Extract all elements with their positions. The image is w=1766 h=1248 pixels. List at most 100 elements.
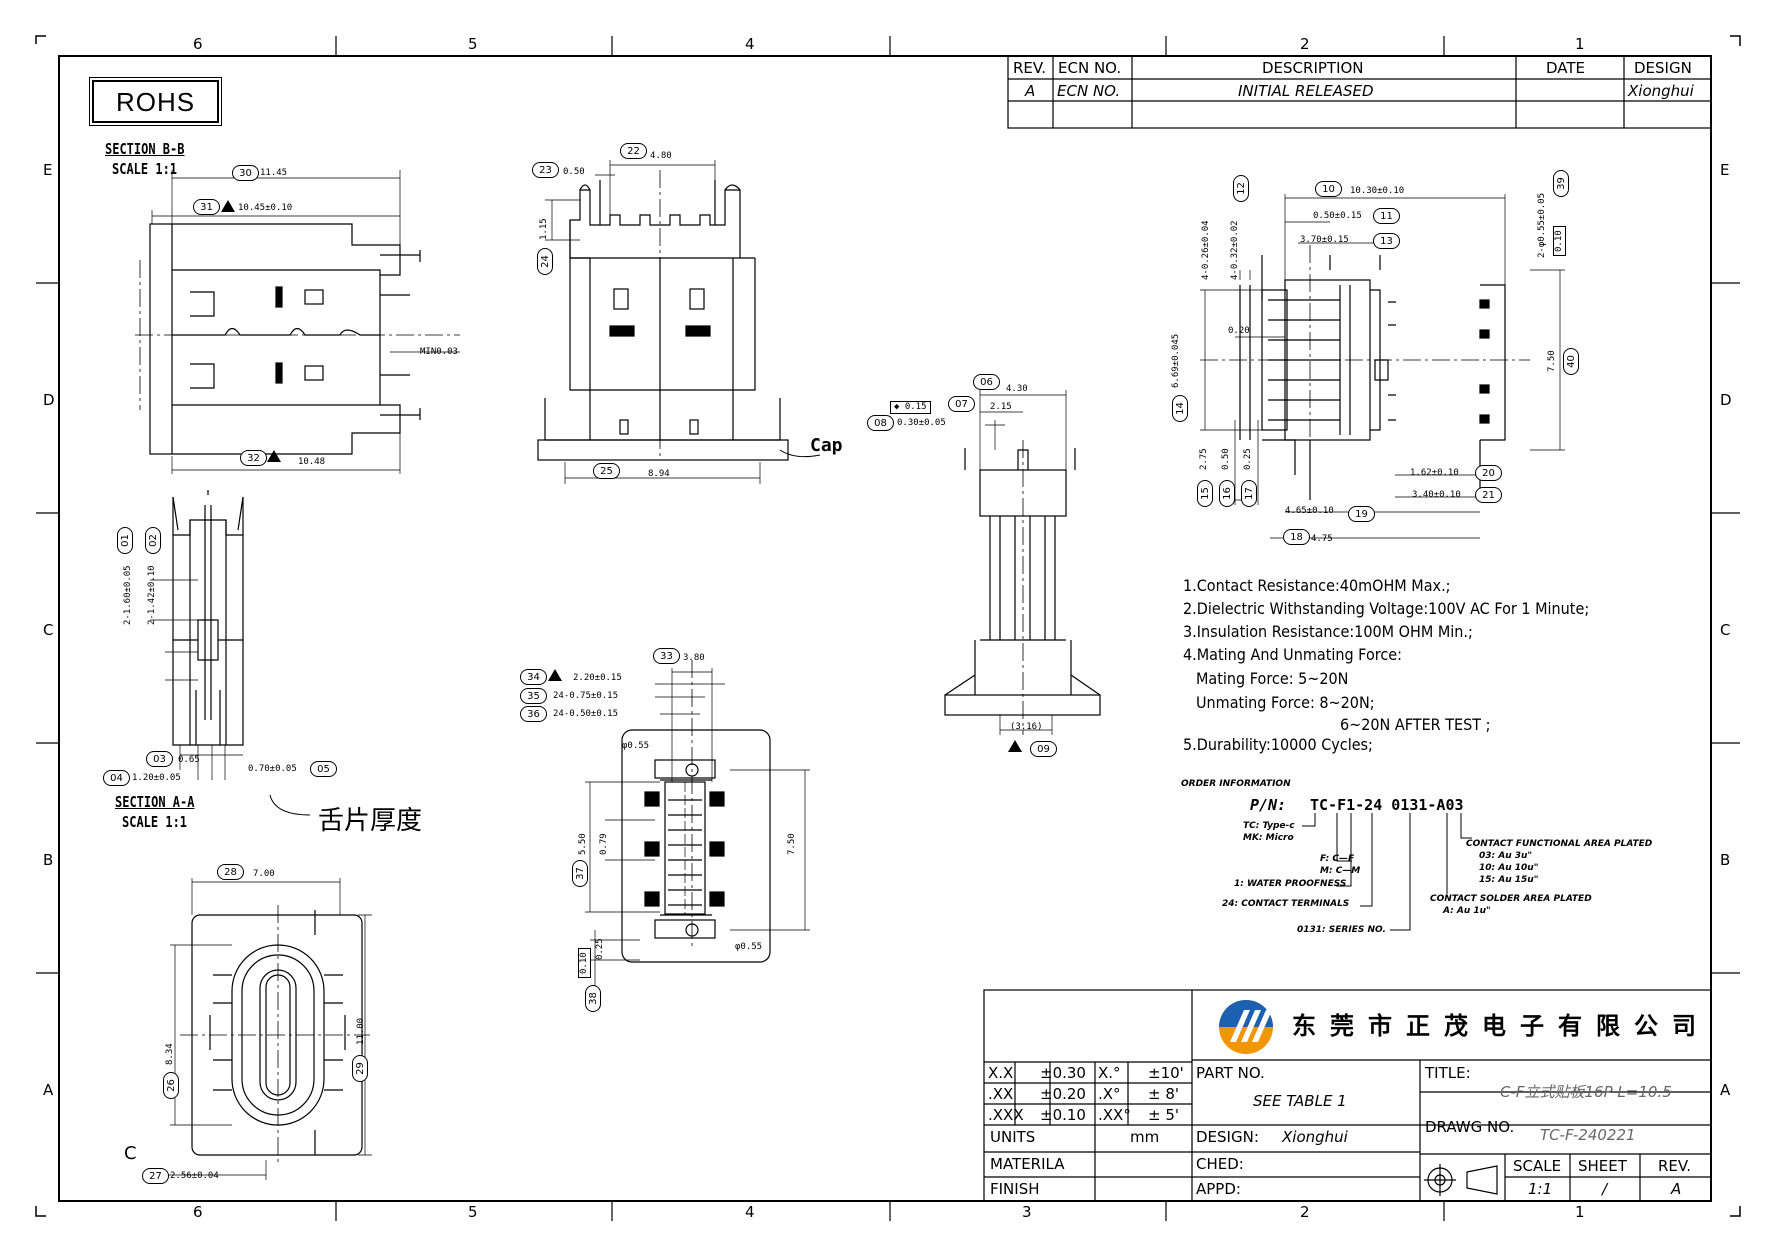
rev-value: A <box>1671 1180 1682 1198</box>
dim-32: 10.48 <box>298 457 326 467</box>
callout-10: 10 <box>1315 181 1342 197</box>
units-label: UNITS <box>990 1128 1036 1146</box>
zone-top-2: 2 <box>1300 35 1310 53</box>
order-title: ORDER INFORMATION <box>1181 779 1291 789</box>
zone-left-D: D <box>43 391 55 409</box>
callout-24: 24 <box>537 248 553 275</box>
dim-26: 8.34 <box>165 1043 175 1065</box>
order-solder-a: A: Au 1u" <box>1443 906 1491 916</box>
callout-39: 39 <box>1553 170 1569 197</box>
callout-09: 09 <box>1030 741 1057 757</box>
zone-bottom-4: 4 <box>745 1203 755 1221</box>
side-view <box>944 390 1101 735</box>
section-aa-title: SECTION A-A <box>115 793 195 811</box>
callout-25: 25 <box>593 463 620 479</box>
callout-23: 23 <box>532 162 559 178</box>
tol-row3-d: ± 5' <box>1148 1106 1180 1124</box>
dim-10: 10.30±0.10 <box>1350 186 1405 196</box>
callout-22: 22 <box>620 143 647 159</box>
callout-28: 28 <box>217 864 244 880</box>
callout-01: 01 <box>117 527 133 554</box>
dim-08: 0.30±0.05 <box>897 418 946 428</box>
callout-34: 34 <box>520 669 547 685</box>
dim-12a: 4-0.26±0.04 <box>1201 220 1211 280</box>
dim-21: 3.40±0.10 <box>1412 490 1461 500</box>
order-m: M: C—M <box>1320 866 1361 876</box>
dim-31: 10.45±0.10 <box>238 203 293 213</box>
callout-31: 31 <box>193 199 220 215</box>
ched-label: CHED: <box>1196 1155 1244 1173</box>
dim-20: 1.62±0.10 <box>1410 468 1459 478</box>
sheet-label: SHEET <box>1578 1157 1627 1175</box>
callout-29: 29 <box>352 1055 368 1082</box>
callout-40: 40 <box>1563 348 1579 375</box>
order-solder-title: CONTACT SOLDER AREA PLATED <box>1430 894 1592 904</box>
footprint-top-view <box>1200 194 1565 539</box>
callout-14: 14 <box>1172 395 1188 422</box>
plug-face-view <box>165 878 372 1180</box>
callout-04: 04 <box>103 770 130 786</box>
callout-38: 38 <box>585 985 601 1012</box>
callout-21: 21 <box>1475 487 1502 503</box>
section-aa-view <box>150 490 311 816</box>
dim-08-tolerance: ◆ 0.15 <box>890 401 931 414</box>
zone-top-6: 6 <box>193 35 203 53</box>
critical-mark-34 <box>548 669 562 681</box>
part-no-value: SEE TABLE 1 <box>1253 1092 1347 1110</box>
drawing-border <box>58 55 1712 1202</box>
dim-06: 4.30 <box>1006 384 1028 394</box>
callout-03: 03 <box>146 751 173 767</box>
terminal-view <box>585 660 810 990</box>
dim-37b: 0.79 <box>599 833 609 855</box>
callout-05: 05 <box>310 761 337 777</box>
dim-37c: 7.50 <box>787 833 797 855</box>
callout-17: 17 <box>1241 480 1257 507</box>
dim-05: 0.70±0.05 <box>248 764 297 774</box>
revision-table-lines <box>1007 55 1712 129</box>
tol-row2-a: .XX <box>988 1085 1014 1103</box>
view-c-label: C <box>124 1143 137 1164</box>
dim-12b: 4-0.32±0.02 <box>1230 220 1240 280</box>
zone-top-5: 5 <box>468 35 478 53</box>
zone-right-A: A <box>1720 1081 1731 1099</box>
part-no-label: PART NO. <box>1196 1064 1265 1082</box>
dim-40: 7.50 <box>1547 350 1557 372</box>
callout-15: 15 <box>1197 480 1213 507</box>
dim-02: 2-1.42±0.10 <box>147 565 157 625</box>
order-plated-title: CONTACT FUNCTIONAL AREA PLATED <box>1466 839 1653 849</box>
sheet-value: / <box>1602 1180 1608 1198</box>
note-4b: Unmating Force: 8~20N; <box>1196 693 1375 712</box>
rev-row-description: INITIAL RELEASED <box>1238 82 1374 100</box>
callout-02: 02 <box>145 527 161 554</box>
dim-16: 0.50 <box>1221 448 1231 470</box>
design-label: DESIGN: <box>1196 1128 1259 1146</box>
callout-16: 16 <box>1219 480 1235 507</box>
dim-25: 8.94 <box>648 469 670 479</box>
order-plated-03: 03: Au 3u" <box>1479 851 1533 861</box>
order-series: 0131: SERIES NO. <box>1297 925 1386 935</box>
tol-row3-c: .XX° <box>1098 1106 1131 1124</box>
zone-right-D: D <box>1720 391 1732 409</box>
callout-32: 32 <box>240 450 267 466</box>
rev-header-rev: REV. <box>1013 59 1046 77</box>
callout-13: 13 <box>1373 233 1400 249</box>
dim-01: 2-1.60±0.05 <box>123 565 133 625</box>
dim-22: 4.80 <box>650 151 672 161</box>
rev-header-date: DATE <box>1546 59 1586 77</box>
rev-row-design: Xionghui <box>1628 82 1694 100</box>
units-value: mm <box>1130 1128 1160 1146</box>
note-2: 2.Dielectric Withstanding Voltage:100V A… <box>1183 599 1590 618</box>
callout-26: 26 <box>163 1072 179 1099</box>
zone-left-C: C <box>43 621 54 639</box>
tol-row2-d: ± 8' <box>1148 1085 1180 1103</box>
zone-right-B: B <box>1720 851 1731 869</box>
callout-37: 37 <box>572 860 588 887</box>
drawg-value: TC-F-240221 <box>1540 1126 1636 1144</box>
tol-row1-c: X.° <box>1098 1064 1121 1082</box>
dim-18: 4.75 <box>1311 534 1333 544</box>
dim-28: 7.00 <box>253 869 275 879</box>
corner-marks <box>35 35 1741 1217</box>
zone-right-C: C <box>1720 621 1731 639</box>
dim-020: 0.20 <box>1228 326 1250 336</box>
